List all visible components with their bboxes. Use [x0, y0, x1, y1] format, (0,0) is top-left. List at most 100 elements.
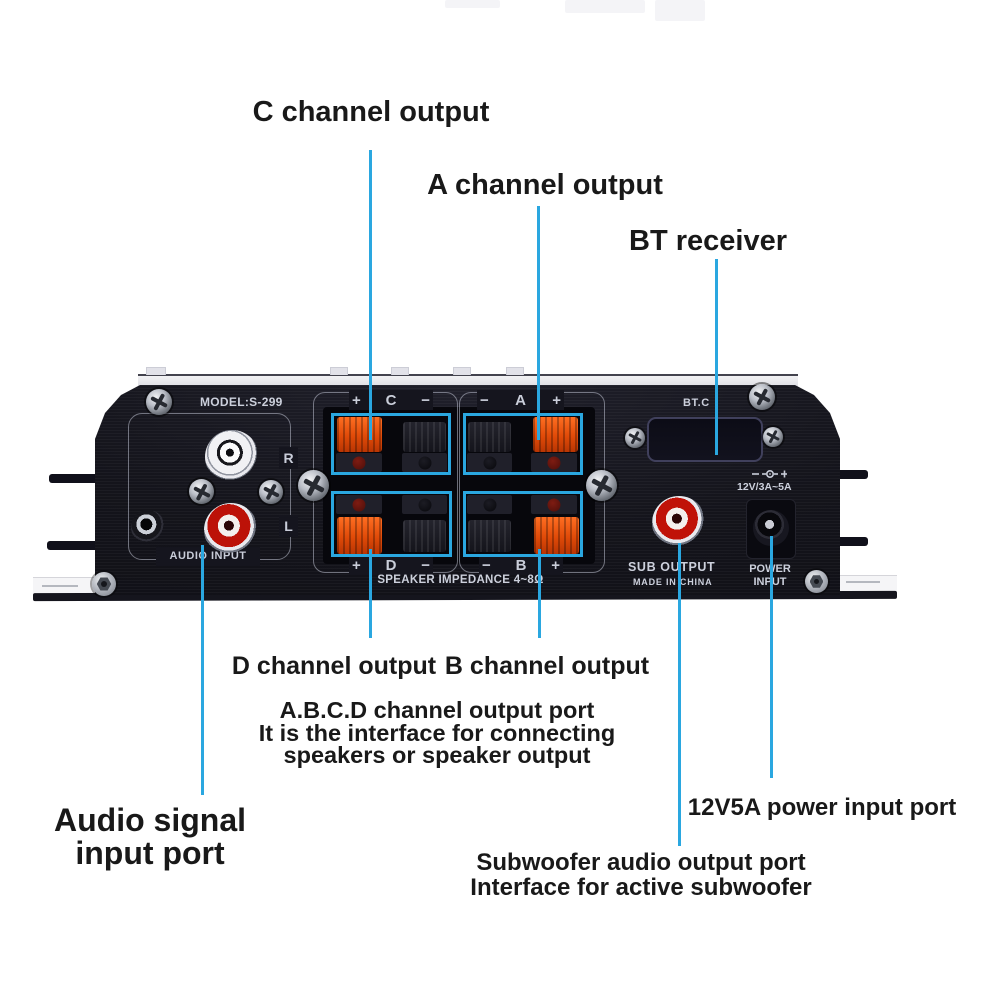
audio-line1: Audio signal — [54, 802, 246, 838]
callout-label-sub-output: Subwoofer audio output port Interface fo… — [470, 849, 812, 901]
callout-label-audio-input: Audio signal input port — [54, 804, 246, 870]
abcd-line3: speakers or speaker output — [283, 742, 591, 768]
abcd-line2: It is the interface for connecting — [258, 719, 616, 746]
highlight-box-a-terminals — [463, 413, 583, 475]
highlight-box-d-terminals — [331, 491, 452, 557]
heatsink-fin — [839, 470, 868, 479]
phillips-screw-icon — [298, 470, 329, 501]
callout-label-b-channel: B channel output — [444, 652, 650, 680]
terminal-dot-red — [352, 456, 366, 469]
terminal-dot-red — [547, 456, 561, 469]
polarity-minus: − — [421, 556, 430, 574]
sub-line1: Subwoofer audio output port — [476, 849, 806, 876]
callout-label-a-channel: A channel output — [427, 169, 663, 201]
rca-jack-right-input — [205, 430, 259, 484]
speaker-clip-orange — [534, 517, 579, 554]
base-flange-right — [840, 575, 897, 596]
callout-label-c-channel: C channel output — [252, 96, 490, 128]
terminal-pad — [467, 495, 512, 514]
callout-line-audio-input — [201, 545, 204, 795]
terminal-dot-black — [483, 498, 496, 511]
terminal-dot-red — [352, 498, 366, 511]
highlight-box-c-terminals — [331, 413, 451, 475]
polarity-plus: + — [551, 556, 560, 574]
polarity-plus: + — [552, 391, 561, 409]
chassis-vent-tab — [330, 367, 348, 375]
photo-crop-remnant — [445, 0, 500, 8]
speaker-clip-orange — [337, 517, 382, 554]
polarity-minus: − — [480, 391, 489, 409]
phillips-screw-icon — [586, 470, 617, 501]
model-number-label: MODEL:S-299 — [200, 395, 283, 409]
channel-letter-c: C — [385, 391, 397, 409]
terminal-label-c: + C − — [349, 390, 433, 410]
flange-slot — [846, 581, 880, 583]
bt-module-label: BT.C — [683, 397, 710, 409]
terminal-pad — [531, 453, 577, 472]
callout-label-d-channel: D channel output — [231, 652, 437, 680]
phillips-screw-icon — [146, 389, 172, 415]
callout-line-power-input — [770, 536, 773, 778]
chassis-vent-tab — [453, 367, 471, 375]
callout-line-c-channel — [369, 150, 372, 440]
flange-slot — [42, 585, 78, 587]
callout-label-bt-receiver: BT receiver — [629, 225, 787, 257]
terminal-pad — [467, 453, 512, 472]
speaker-clip-black — [403, 520, 446, 552]
callout-paragraph-abcd: A.B.C.D channel output port It is the in… — [259, 699, 615, 767]
heatsink-fin — [49, 474, 96, 483]
chassis-vent-tab — [391, 367, 409, 375]
made-in-china-label: MADE IN CHINA — [633, 577, 713, 587]
heatsink-fin — [839, 537, 868, 546]
left-channel-label: L — [279, 515, 298, 537]
polarity-plus: + — [352, 556, 361, 574]
terminal-label-a: − A + — [477, 390, 564, 410]
phillips-screw-icon — [749, 384, 775, 410]
speaker-clip-orange — [533, 417, 578, 452]
subwoofer-rca-jack — [652, 496, 706, 550]
phillips-screw-icon — [189, 479, 214, 504]
phillips-screw-icon — [763, 427, 783, 447]
callout-line-bt-receiver — [715, 259, 718, 455]
terminal-pad — [402, 453, 447, 472]
speaker-clip-black — [468, 422, 511, 452]
photo-crop-remnant — [655, 0, 705, 21]
channel-letter-b: B — [515, 556, 527, 574]
polarity-minus: − — [482, 556, 491, 574]
terminal-pad — [402, 495, 447, 514]
rca-jack-left-input — [204, 503, 258, 557]
callout-label-power-input: 12V5A power input port — [687, 794, 957, 821]
terminal-pad — [336, 453, 382, 472]
bt-module-slot — [647, 417, 763, 462]
terminal-dot-red — [547, 498, 561, 511]
polarity-minus: − — [421, 391, 430, 409]
terminal-pad — [336, 495, 382, 514]
highlight-box-b-terminals — [463, 491, 583, 557]
dc-polarity-icon — [750, 467, 790, 486]
channel-letter-d: D — [385, 556, 397, 574]
sub-line2: Interface for active subwoofer — [470, 873, 812, 901]
impedance-label: SPEAKER IMPEDANCE 4~8Ω — [377, 574, 544, 586]
terminal-pad — [531, 495, 577, 514]
polarity-plus: + — [352, 391, 361, 409]
callout-line-sub-output — [678, 543, 681, 846]
terminal-label-b: − B + — [479, 555, 563, 575]
right-channel-label: R — [279, 447, 298, 469]
chassis-vent-tab — [506, 367, 524, 375]
heatsink-fin — [47, 541, 96, 550]
speaker-clip-orange — [337, 417, 382, 452]
abcd-line1: A.B.C.D channel output port — [279, 697, 595, 723]
terminal-dot-black — [418, 498, 431, 511]
audio-line2: input port — [75, 835, 225, 871]
aux-3-5mm-jack — [131, 510, 165, 544]
callout-line-a-channel — [537, 206, 540, 440]
hex-screw-icon — [805, 570, 828, 593]
terminal-dot-black — [418, 456, 431, 469]
speaker-clip-black — [403, 422, 446, 452]
callout-line-d-channel — [369, 549, 372, 638]
power-spec-label: 12V/3A~5A — [737, 481, 792, 493]
terminal-dot-black — [483, 456, 496, 469]
chassis-vent-tab — [146, 367, 166, 375]
hex-screw-icon — [92, 572, 116, 596]
